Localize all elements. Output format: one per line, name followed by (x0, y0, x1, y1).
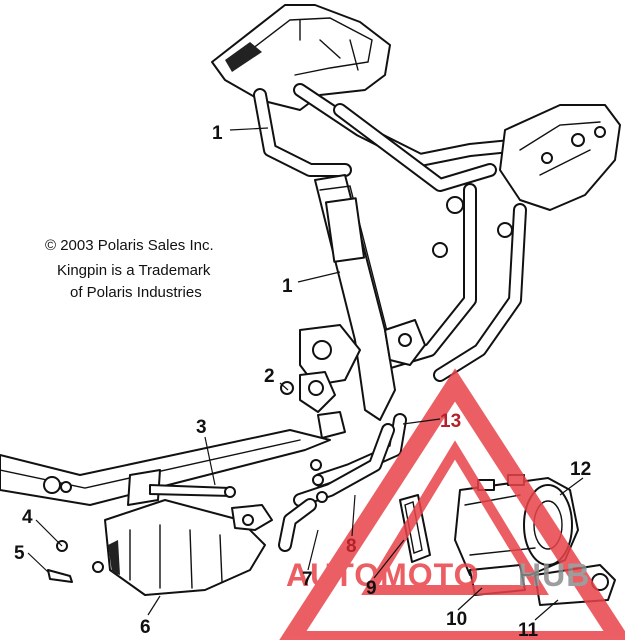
copyright-line-1: © 2003 Polaris Sales Inc. (45, 237, 214, 254)
callout-9: 9 (366, 578, 377, 599)
callout-6: 6 (140, 617, 151, 638)
callout-1-upper: 1 (212, 123, 223, 144)
callout-1-lower: 1 (282, 276, 293, 297)
callout-12: 12 (570, 459, 591, 480)
muffler-heatshield (104, 499, 273, 596)
gasket-9 (399, 494, 431, 563)
watermark: AUTOMOTO HUB (279, 368, 625, 640)
exhaust-rod (149, 484, 236, 498)
copyright-line-2: Kingpin is a Trademark (57, 262, 211, 279)
main-frame (253, 83, 621, 382)
copyright-line-3: of Polaris Industries (70, 284, 202, 301)
leader-lines (27, 127, 584, 621)
callout-8: 8 (346, 536, 357, 557)
callout-5: 5 (14, 543, 25, 564)
callout-11: 11 (518, 620, 539, 640)
watermark-text-red: AUTOMOTO (286, 557, 479, 593)
callout-4: 4 (22, 507, 33, 528)
callout-2: 2 (264, 366, 275, 387)
callout-7: 7 (302, 569, 313, 590)
center-frame-bracket (280, 174, 426, 439)
callout-13: 13 (440, 411, 461, 432)
exhaust-headpipes (278, 413, 407, 552)
callout-3: 3 (196, 417, 207, 438)
callout-10: 10 (446, 609, 467, 630)
watermark-text-gray: HUB (518, 557, 590, 593)
swing-arm (0, 429, 331, 506)
bolt-5 (47, 561, 104, 583)
